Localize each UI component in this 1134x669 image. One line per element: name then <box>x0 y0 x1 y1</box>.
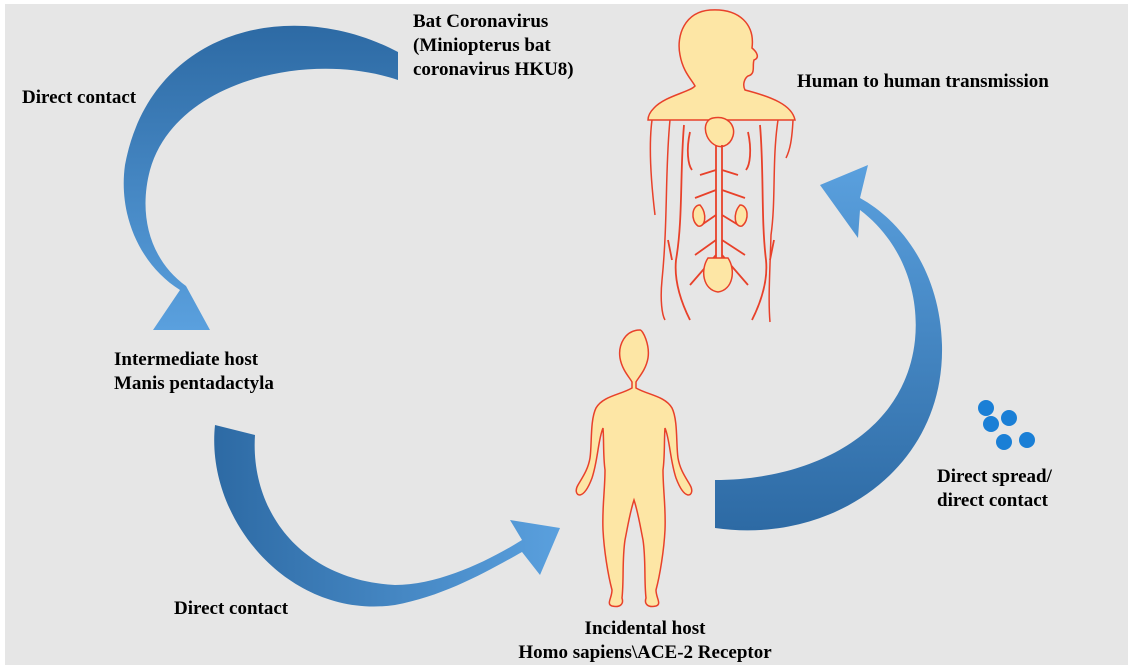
spread-label-line2: direct contact <box>937 489 1052 513</box>
direct-contact-bottom-label: Direct contact <box>174 597 288 621</box>
direct-contact-top-label: Direct contact <box>22 86 136 110</box>
droplet <box>1019 432 1035 448</box>
bat-coronavirus-label: Bat Coronavirus (Miniopterus bat coronav… <box>413 10 574 82</box>
intermediate-label-line1: Intermediate host <box>114 348 274 372</box>
droplet <box>1001 410 1017 426</box>
droplet <box>983 416 999 432</box>
anatomy-bladder <box>704 258 733 292</box>
direct-spread-label: Direct spread/ direct contact <box>937 465 1052 513</box>
anatomy-kidney <box>735 205 747 226</box>
intermediate-label-line2: Manis pentadactyla <box>114 372 274 396</box>
bat-label-line3: coronavirus HKU8) <box>413 58 574 82</box>
human-to-human-label: Human to human transmission <box>797 70 1049 94</box>
anatomy-kidney <box>693 205 705 226</box>
incidental-label-line2: Homo sapiens\ACE-2 Receptor <box>500 641 790 665</box>
intermediate-host-label: Intermediate host Manis pentadactyla <box>114 348 274 396</box>
droplet <box>996 434 1012 450</box>
incidental-host-label: Incidental host Homo sapiens\ACE-2 Recep… <box>500 617 790 665</box>
incidental-label-line1: Incidental host <box>500 617 790 641</box>
bat-label-line2: (Miniopterus bat <box>413 34 574 58</box>
bat-label-line1: Bat Coronavirus <box>413 10 574 34</box>
droplet <box>978 400 994 416</box>
spread-label-line1: Direct spread/ <box>937 465 1052 489</box>
